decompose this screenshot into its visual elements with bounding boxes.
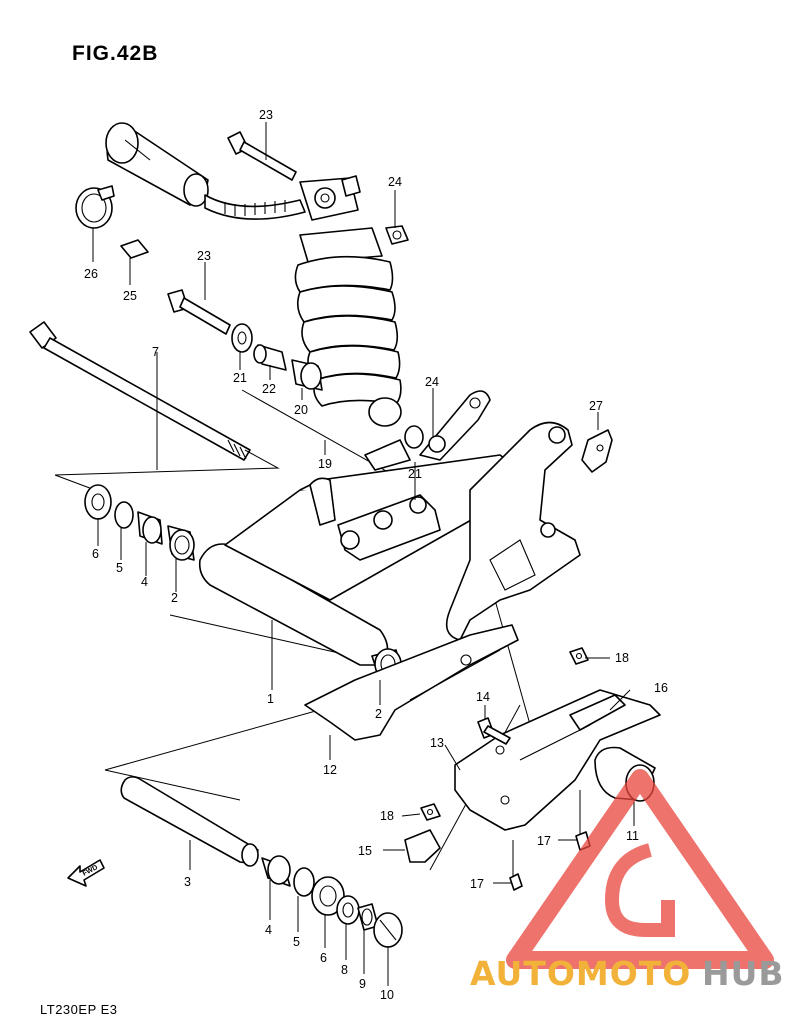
collar-4-left (137, 511, 163, 545)
callout-24a: 24 (388, 175, 402, 189)
callout-17a: 17 (537, 834, 551, 848)
callout-1: 1 (267, 692, 274, 706)
figure-title: FIG.42B (72, 42, 159, 65)
callout-27: 27 (589, 399, 603, 413)
callout-18a: 18 (615, 651, 629, 665)
hose-clamp-26 (75, 185, 115, 229)
callout-6b: 6 (320, 951, 327, 965)
callout-26: 26 (84, 267, 98, 281)
callout-24b: 24 (425, 375, 439, 389)
washer-5-left (114, 501, 134, 529)
watermark-part1: AUTOMOTO (470, 954, 691, 993)
bolt-14 (477, 717, 511, 745)
watermark-part2: HUB (702, 954, 785, 993)
mudguard-13 (454, 689, 661, 831)
shock-spring (294, 227, 402, 427)
nut-18-upper (569, 647, 589, 665)
callout-13: 13 (430, 736, 444, 750)
callout-9: 9 (359, 977, 366, 991)
callout-10: 10 (380, 988, 394, 1002)
callout-18b: 18 (380, 809, 394, 823)
shock-top-mount (299, 175, 361, 221)
bearing-2-left (167, 525, 195, 561)
nut-18-lower (420, 803, 441, 821)
callout-20: 20 (294, 403, 308, 417)
bolt-23-top (227, 131, 297, 181)
callout-22: 22 (262, 382, 276, 396)
bush-20 (291, 359, 323, 391)
swing-arm-1 (198, 390, 581, 666)
oil-seal-6-right (311, 876, 345, 916)
callout-2b: 2 (375, 707, 382, 721)
callout-25: 25 (123, 289, 137, 303)
callout-4b: 4 (265, 923, 272, 937)
callout-16: 16 (654, 681, 668, 695)
watermark-text: AUTOMOTO HUB (470, 954, 785, 993)
collar-22 (253, 344, 287, 371)
callout-2a: 2 (171, 591, 178, 605)
callout-4a: 4 (141, 575, 148, 589)
watermark-logo (506, 769, 774, 969)
callout-8: 8 (341, 963, 348, 977)
callout-6a: 6 (92, 547, 99, 561)
pivot-bolt-7 (29, 321, 251, 461)
cushion-25 (120, 239, 149, 259)
shock-hose (204, 194, 306, 220)
cap-10 (373, 912, 403, 948)
callout-15: 15 (358, 844, 372, 858)
shock-reservoir (105, 122, 209, 207)
callout-19: 19 (318, 457, 332, 471)
nut-24-top (385, 225, 409, 245)
callout-5b: 5 (293, 935, 300, 949)
callout-23a: 23 (259, 108, 273, 122)
oil-seal-6-left (84, 484, 112, 520)
chain-guard-12 (304, 624, 519, 741)
collar-4-right (261, 855, 291, 887)
callout-11: 11 (626, 829, 639, 843)
pivot-shaft-3 (120, 776, 259, 867)
callout-lines (92, 122, 635, 986)
callout-14: 14 (476, 690, 490, 704)
callout-5a: 5 (116, 561, 123, 575)
bolt-23-lower (167, 289, 231, 335)
bracket-16 (569, 694, 626, 731)
callout-12: 12 (323, 763, 337, 777)
bearing-8 (336, 895, 360, 925)
washer-21 (231, 323, 253, 353)
bracket-27 (581, 429, 613, 473)
clip-15 (404, 829, 441, 863)
callout-numbers: 23 24 26 25 23 7 21 22 20 24 19 21 27 6 … (84, 108, 668, 1002)
callout-21a: 21 (233, 371, 247, 385)
callout-21b: 21 (408, 467, 422, 481)
model-code: LT230EP E3 (40, 1002, 118, 1017)
callout-3: 3 (184, 875, 191, 889)
callout-7: 7 (152, 345, 159, 359)
screw-17-lower (509, 873, 523, 891)
callout-17b: 17 (470, 877, 484, 891)
nut-24-lower (428, 435, 446, 453)
callout-23b: 23 (197, 249, 211, 263)
washer-5-right (293, 867, 315, 897)
fwd-arrow-icon: FWD (67, 859, 105, 887)
